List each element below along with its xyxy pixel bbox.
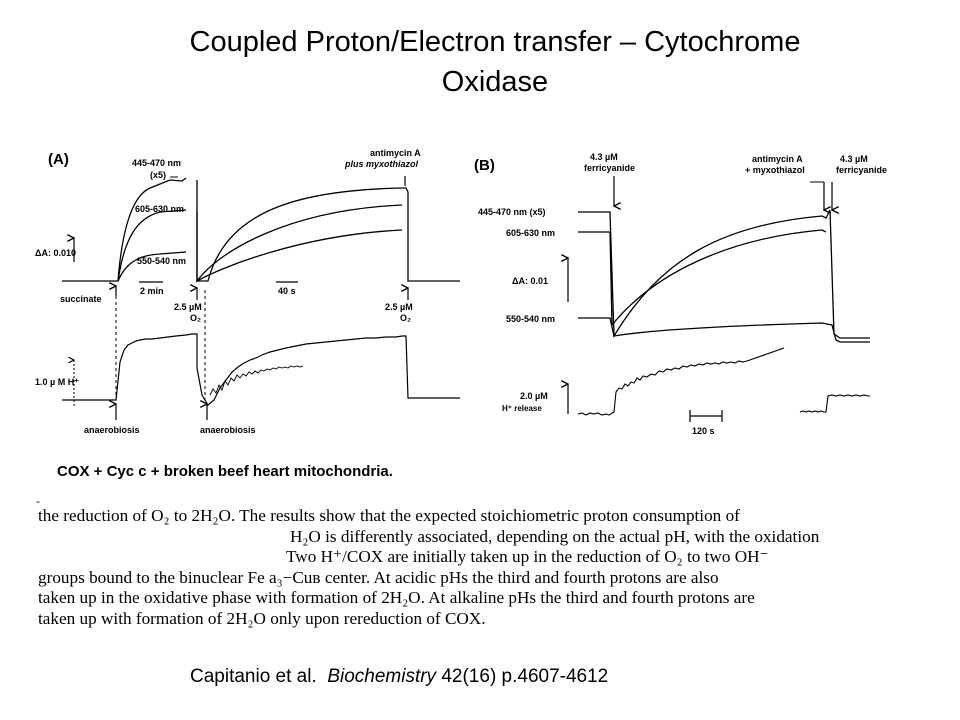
citation-authors: Capitanio et al. (190, 666, 317, 687)
panel-a-label-445-470: 445-470 nm (132, 158, 181, 168)
slide-title-line-1: Coupled Proton/Electron transfer – Cytoc… (189, 26, 801, 58)
citation-details: 42(16) p.4607-4612 (441, 666, 609, 687)
panel-a-trace-550-540 (117, 229, 403, 282)
citation-journal: Biochemistry (327, 666, 437, 687)
panel-b-label-time: 120 s (692, 426, 715, 436)
panel-a-label-antimycin-2: plus myxothiazol (344, 159, 419, 169)
panel-a-label-o2-1b: O₂ (190, 313, 201, 323)
panel-b-label-ferricyanide-1a: 4.3 µM (590, 152, 618, 162)
panel-b-label-proton-2: H⁺ release (502, 404, 542, 413)
panel-a-label-o2-2a: 2.5 µM (385, 302, 413, 312)
panel-b-trace-550-540 (578, 317, 870, 343)
panel-a-label-o2-2b: O₂ (400, 313, 411, 323)
panel-a-label-anaerobiosis-1: anaerobiosis (84, 425, 140, 435)
panel-a-trace-445-470 (62, 177, 460, 282)
panel-b-trace-605-630 (578, 229, 827, 327)
panel-b-trace-proton (577, 347, 785, 416)
citation: Capitanio et al. Biochemistry 42(16) p.4… (190, 666, 608, 688)
panel-b-label-proton-1: 2.0 µM (520, 391, 548, 401)
panel-a-label-antimycin-1: antimycin A (370, 148, 421, 158)
slide-title-line-2: Oxidase (441, 66, 549, 98)
panel-b-trace-445-470 (578, 209, 870, 339)
slide-title: Coupled Proton/Electron transfer – Cytoc… (100, 22, 890, 102)
panel-a-trace-proton-noise (209, 365, 304, 396)
panel-a-label-time-1: 2 min (140, 286, 164, 296)
figure-caption: COX + Cyc c + broken beef heart mitochon… (57, 463, 393, 480)
excerpt-line: taken up with formation of 2H₂O only upo… (38, 608, 486, 628)
panel-b-label-550-540: 550-540 nm (506, 314, 555, 324)
excerpt-line: H₂O is differently associated, depending… (290, 526, 820, 546)
panel-a-label-445-scale: (x5) (150, 170, 166, 180)
excerpt-line: Two H⁺/COX are initially taken up in the… (286, 547, 769, 567)
stray-mark-middle: - (160, 570, 164, 584)
panel-b-label-605-630: 605-630 nm (506, 228, 555, 238)
paper-excerpt: the reduction of O₂ to 2H₂O. The results… (38, 506, 920, 630)
panel-b-trace-proton-end (799, 394, 870, 413)
excerpt-line: groups bound to the binuclear Fe a₃−Cuʙ … (38, 567, 719, 587)
panel-b-label-dA: ΔA: 0.01 (512, 276, 548, 286)
panel-a-label-dA: ΔA: 0.010 (35, 248, 76, 258)
panel-a-label-o2-1a: 2.5 µM (174, 302, 202, 312)
panel-a-label-proton: 1.0 µ M H⁺ (35, 377, 79, 387)
panel-b-label-antimycin-1: antimycin A (752, 154, 803, 164)
panel-a-label-succinate: succinate (60, 294, 102, 304)
panel-a-trace-proton (62, 333, 460, 406)
panel-b-label-445-470: 445-470 nm (x5) (478, 207, 546, 217)
panel-b-label-antimycin-2: + myxothiazol (745, 165, 805, 175)
panel-a-label-550-540: 550-540 nm (137, 256, 186, 266)
excerpt-line: the reduction of O₂ to 2H₂O. The results… (38, 506, 740, 525)
panel-a-label: (A) (48, 151, 69, 168)
panel-a-label-605-630: 605-630 nm (135, 204, 184, 214)
panel-b-label-ferricyanide-2a: 4.3 µM (840, 154, 868, 164)
panel-a-trace-605-630 (117, 204, 403, 283)
panel-a-label-time-2: 40 s (278, 286, 296, 296)
panel-a-label-anaerobiosis-2: anaerobiosis (200, 425, 256, 435)
stray-mark-top: - (36, 494, 40, 508)
excerpt-line: taken up in the oxidative phase with for… (38, 588, 755, 608)
panel-b-label-ferricyanide-2b: ferricyanide (836, 165, 887, 175)
panel-b-label: (B) (474, 157, 495, 174)
panel-b-label-ferricyanide-1b: ferricyanide (584, 163, 635, 173)
